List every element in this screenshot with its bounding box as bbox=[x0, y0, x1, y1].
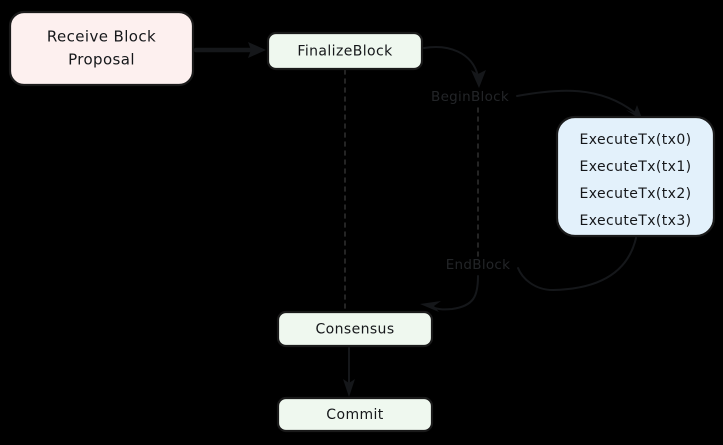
node-execute-tx-label-line4: ExecuteTx(tx3) bbox=[579, 213, 691, 229]
edge-finalize-to-beginblock bbox=[423, 46, 486, 88]
node-finalize-block-label: FinalizeBlock bbox=[297, 44, 393, 60]
edge-endblock-to-consensus bbox=[420, 275, 479, 312]
edge-label-begin-block: BeginBlock bbox=[431, 89, 509, 105]
node-receive-block-proposal-label-line2: Proposal bbox=[68, 51, 135, 69]
node-consensus[interactable]: Consensus bbox=[276, 310, 434, 348]
node-receive-block-proposal-label-line1: Receive Block bbox=[47, 28, 156, 46]
node-commit-label: Commit bbox=[326, 407, 384, 423]
edge-label-end-block: EndBlock bbox=[446, 257, 511, 273]
node-receive-block-proposal[interactable]: Receive Block Proposal bbox=[8, 10, 195, 87]
node-finalize-block[interactable]: FinalizeBlock bbox=[266, 31, 424, 71]
node-execute-tx-label-line1: ExecuteTx(tx0) bbox=[579, 132, 691, 148]
edge-consensus-to-commit bbox=[343, 347, 355, 397]
edge-receive-to-finalize bbox=[193, 42, 266, 58]
node-commit[interactable]: Commit bbox=[276, 396, 434, 433]
node-execute-tx-label-line2: ExecuteTx(tx1) bbox=[579, 159, 691, 175]
edge-executetx-to-endblock bbox=[517, 237, 637, 291]
node-execute-tx-label-line3: ExecuteTx(tx2) bbox=[579, 186, 691, 202]
node-consensus-label: Consensus bbox=[315, 322, 394, 338]
node-execute-tx[interactable]: ExecuteTx(tx0) ExecuteTx(tx1) ExecuteTx(… bbox=[555, 115, 716, 238]
